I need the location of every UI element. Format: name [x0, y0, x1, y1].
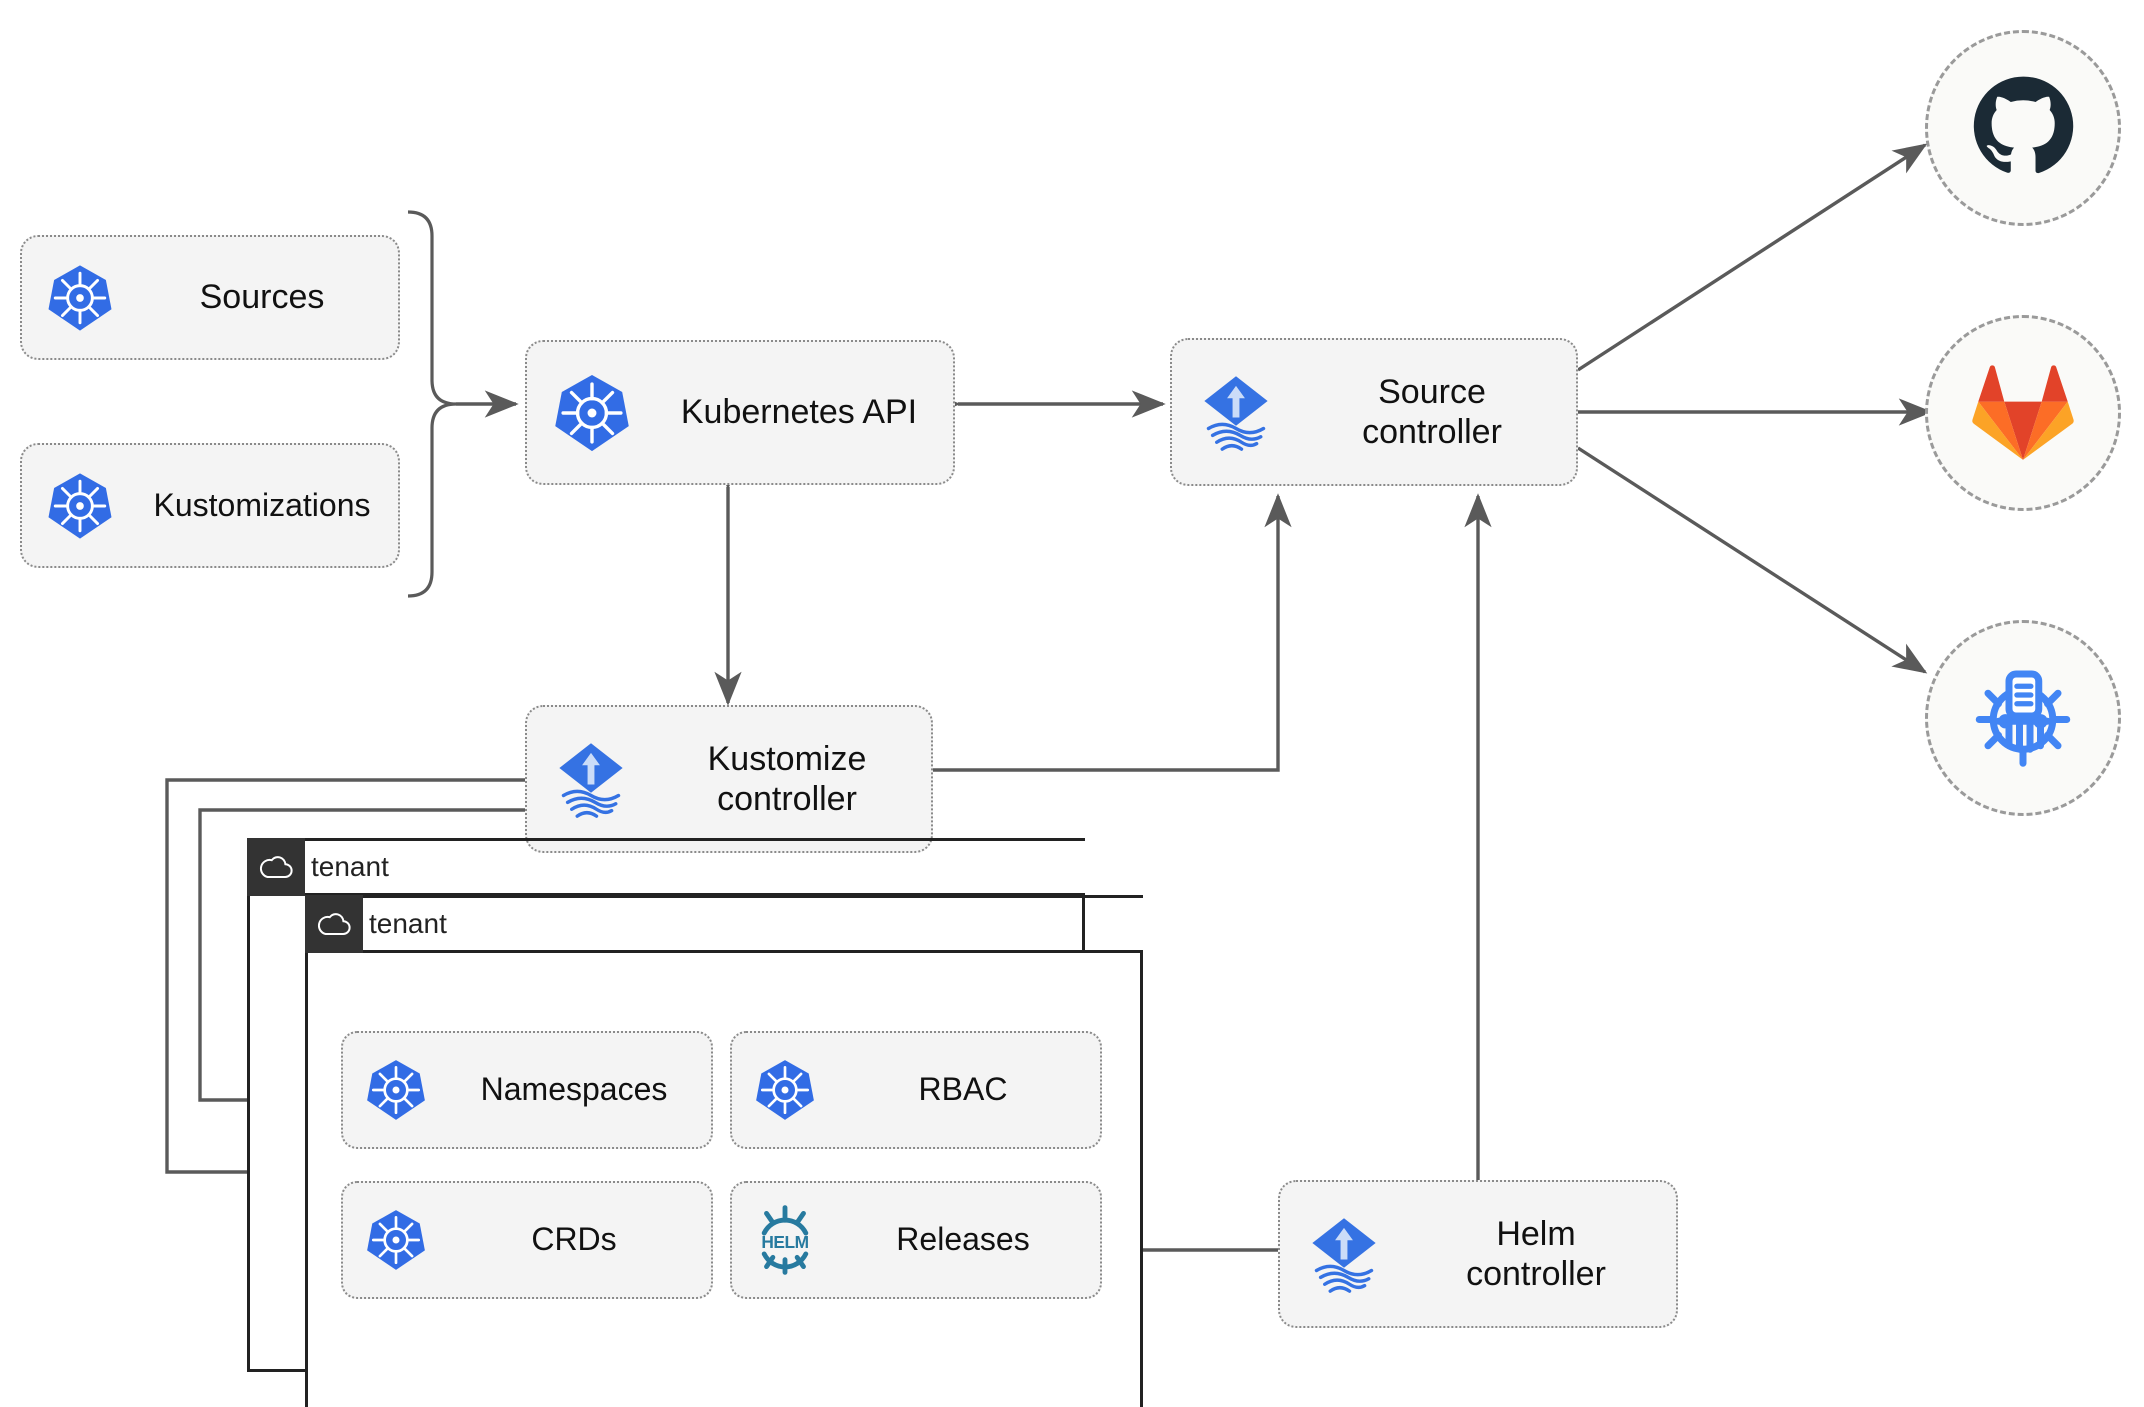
node-kustomizations-label: Kustomizations: [153, 486, 371, 523]
node-namespaces[interactable]: Namespaces: [341, 1031, 713, 1149]
node-rbac[interactable]: RBAC: [730, 1031, 1102, 1149]
node-kubernetes-api-label: Kubernetes API: [680, 393, 918, 432]
flux-icon: [1172, 368, 1300, 456]
provider-github[interactable]: [1925, 30, 2121, 226]
cloud-icon: [247, 838, 305, 896]
tenant-tab-2: tenant: [305, 895, 1143, 953]
chart-repository-icon: [1967, 660, 2079, 777]
node-rbac-label: RBAC: [918, 1071, 1008, 1108]
node-source-controller[interactable]: Source controller: [1170, 338, 1578, 486]
provider-chart-repository[interactable]: [1925, 620, 2121, 816]
tenant-label-1: tenant: [311, 851, 389, 882]
flux-icon: [1280, 1210, 1408, 1298]
flux-icon: [527, 735, 655, 823]
cloud-icon: [305, 895, 363, 953]
kubernetes-icon: [22, 262, 138, 334]
node-crds[interactable]: CRDs: [341, 1181, 713, 1299]
svg-text:HELM: HELM: [761, 1232, 808, 1252]
wire-kustomize-to-source: [933, 493, 1292, 772]
node-sources[interactable]: Sources: [20, 235, 400, 360]
helm-icon: HELM: [732, 1203, 838, 1277]
wire-source-to-bucket: [1577, 446, 1928, 674]
node-releases[interactable]: HELM Releases: [730, 1181, 1102, 1299]
node-kustomizations[interactable]: Kustomizations: [20, 443, 400, 568]
node-source-controller-label: Source controller: [1362, 372, 1502, 451]
wire-source-to-github: [1577, 143, 1928, 372]
tenant-label-2: tenant: [369, 908, 447, 939]
node-sources-label: Sources: [199, 278, 325, 317]
node-releases-label: Releases: [896, 1221, 1030, 1258]
tenant-tab-1: tenant: [247, 838, 1085, 896]
kubernetes-icon: [22, 470, 138, 542]
tenant-card-2[interactable]: tenant Namespaces: [305, 895, 1143, 1407]
gitlab-icon: [1971, 359, 2075, 468]
node-crds-label: CRDs: [531, 1221, 617, 1258]
node-namespaces-label: Namespaces: [480, 1071, 668, 1108]
kubernetes-icon: [527, 371, 657, 455]
wire-bracket: [407, 210, 457, 598]
node-helm-controller-label: Helm controller: [1466, 1214, 1606, 1293]
node-kubernetes-api[interactable]: Kubernetes API: [525, 340, 955, 485]
node-kustomize-controller-label: Kustomize controller: [707, 739, 867, 818]
node-kustomize-controller[interactable]: Kustomize controller: [525, 705, 933, 853]
node-helm-controller[interactable]: Helm controller: [1278, 1180, 1678, 1328]
github-icon: [1971, 74, 2075, 183]
kubernetes-icon: [732, 1057, 838, 1123]
kubernetes-icon: [343, 1207, 449, 1273]
provider-gitlab[interactable]: [1925, 315, 2121, 511]
kubernetes-icon: [343, 1057, 449, 1123]
